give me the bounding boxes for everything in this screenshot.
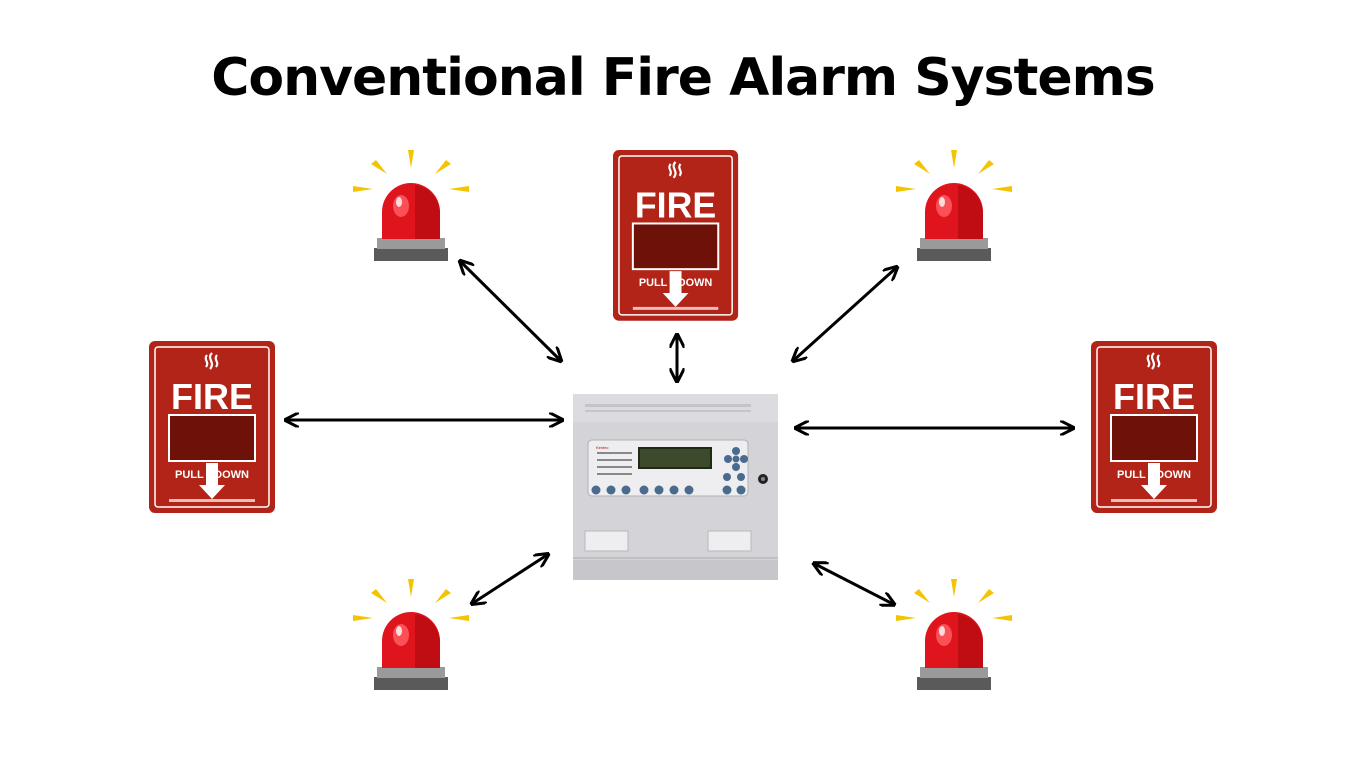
strobe-beacon-icon xyxy=(353,579,469,690)
pull-station-left xyxy=(147,339,277,515)
strobe-beacon-icon xyxy=(896,150,1012,261)
connection-arrow xyxy=(461,262,560,360)
pull-station-top xyxy=(611,148,740,322)
pull-station-right xyxy=(1089,339,1219,515)
fire-alarm-control-panel: Kentec xyxy=(573,394,778,580)
connection-arrow xyxy=(794,268,896,360)
page-title: Conventional Fire Alarm Systems xyxy=(211,48,1156,108)
strobe-beacon-icon xyxy=(896,579,1012,690)
panel-brand-label: Kentec xyxy=(596,445,608,450)
connection-arrow xyxy=(815,564,893,604)
strobe-beacon-icon xyxy=(353,150,469,261)
connection-arrow xyxy=(473,555,547,603)
